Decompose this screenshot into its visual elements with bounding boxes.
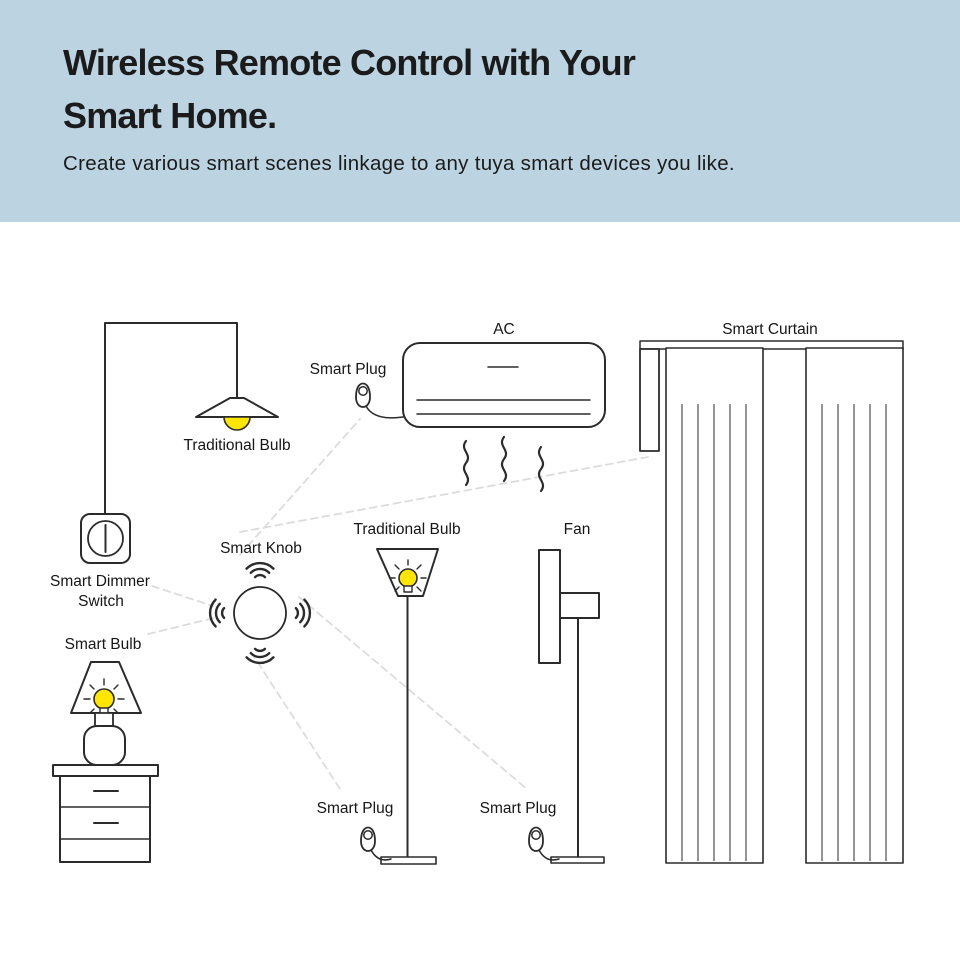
light-rays [389, 559, 427, 592]
fan-motor [559, 592, 600, 619]
smart-knob-label: Smart Knob [220, 540, 302, 557]
light-rays [83, 678, 125, 714]
smart-plug-icon [360, 826, 376, 852]
wifi-waves-top-icon [245, 561, 275, 579]
wifi-waves-right-icon [294, 598, 312, 628]
table-lamp-neck [94, 712, 114, 727]
fan-label: Fan [564, 521, 591, 538]
pendant-cord [104, 322, 238, 515]
floor-lamp-bulb-base [403, 585, 413, 593]
page-title: Wireless Remote Control with Your Smart … [63, 36, 636, 142]
smart-plug-icon [355, 382, 371, 408]
connection-knob-fan-plug [298, 596, 528, 790]
table-lamp-bulb [93, 688, 115, 710]
pendant-bulb [223, 416, 251, 431]
dimmer-label-line-1: Smart Dimmer [50, 573, 150, 590]
fan-base [550, 856, 605, 864]
connection-knob-curtain [239, 456, 649, 533]
pendant-label: Traditional Bulb [183, 437, 290, 454]
smart-curtain: Smart Curtain [639, 321, 904, 864]
curtain-rail [639, 340, 904, 350]
floor-lamp-label: Traditional Bulb [353, 521, 460, 538]
connection-knob-ac-plug [239, 418, 361, 556]
floor-plug-label: Smart Plug [317, 800, 394, 817]
table-lamp-body [83, 725, 126, 766]
connection-knob-dimmer [151, 585, 214, 607]
smart-knob: Smart Knob [208, 540, 312, 665]
fan-plug-cord [538, 849, 560, 861]
nightstand [52, 764, 159, 863]
airflow-waves-icon [462, 435, 545, 493]
floor-plug-cord [370, 849, 392, 861]
ac-body [402, 342, 606, 428]
smart-bulb-label: Smart Bulb [65, 636, 142, 653]
dimmer-switch: Smart Dimmer Switch [50, 513, 150, 610]
fan: Fan Smart Plug [480, 521, 605, 864]
connection-knob-floorlamp-plug [250, 651, 341, 790]
pendant-shade [195, 397, 279, 418]
curtain-label: Smart Curtain [722, 321, 818, 338]
floor-lamp-bulb [398, 568, 418, 588]
ac-unit: AC Smart Plug [310, 321, 606, 493]
curtain-folds-left [681, 404, 747, 861]
connection-lines [147, 418, 649, 790]
floor-lamp: Traditional Bulb Smart Plug [317, 521, 461, 865]
curtain-folds-right [821, 404, 887, 861]
connection-knob-smart-bulb [147, 617, 215, 635]
page-title-line-1: Wireless Remote Control with Your [63, 42, 636, 83]
wifi-waves-bottom-icon [245, 647, 275, 665]
curtain-motor [639, 348, 660, 452]
wifi-waves-left-icon [208, 598, 226, 628]
ac-label: AC [493, 321, 515, 338]
floor-lamp-base [380, 856, 437, 865]
dimmer-label-line-2: Switch [78, 593, 124, 610]
fan-plug-label: Smart Plug [480, 800, 557, 817]
fan-blade-guard [538, 549, 561, 664]
smart-home-diagram: Traditional Bulb Smart Dimmer Switch Sma… [50, 321, 904, 865]
page-title-line-2: Smart Home. [63, 95, 277, 136]
smart-knob-body [233, 586, 287, 640]
smart-plug-icon [528, 826, 544, 852]
ac-plug-label: Smart Plug [310, 361, 387, 378]
pendant-lamp: Traditional Bulb [104, 322, 291, 515]
table-lamp-shade [70, 661, 142, 714]
nightstand-top [52, 764, 159, 777]
ac-plug-cord [365, 405, 404, 419]
table-lamp: Smart Bulb [65, 636, 142, 766]
hero-header: Wireless Remote Control with Your Smart … [0, 0, 960, 222]
nightstand-cabinet [59, 775, 151, 863]
page-subtitle: Create various smart scenes linkage to a… [63, 152, 735, 175]
